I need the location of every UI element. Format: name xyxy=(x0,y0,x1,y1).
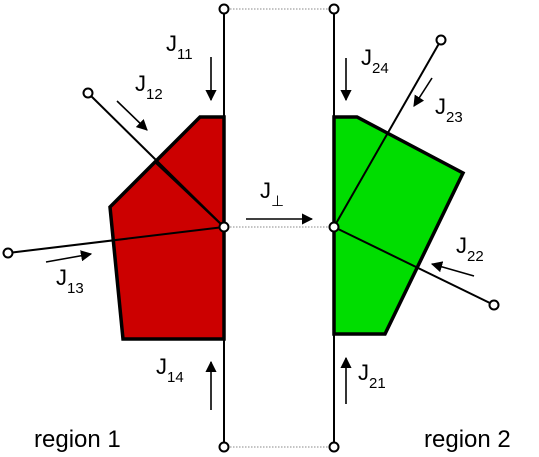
node-j23-end xyxy=(435,34,447,46)
label-j23: J23 xyxy=(435,94,463,126)
chord-j12-inner-line xyxy=(154,161,225,228)
chord-j23-line xyxy=(333,39,442,228)
region-2-polygon xyxy=(332,115,466,336)
node-bottom-right xyxy=(328,441,340,453)
label-j21: J21 xyxy=(358,360,386,392)
region-1-label: region 1 xyxy=(34,426,121,453)
label-j14: J14 xyxy=(156,354,184,386)
arrow-j13 xyxy=(45,250,93,263)
node-bottom-left xyxy=(218,441,230,453)
node-center-left xyxy=(218,221,230,233)
label-j13: J13 xyxy=(56,265,84,297)
arrow-j23 xyxy=(413,77,433,107)
node-j12-end xyxy=(82,87,94,99)
chord-j13-line xyxy=(7,226,225,254)
node-top-right xyxy=(328,3,340,15)
label-jperp: J⊥ xyxy=(260,178,284,210)
label-j24: J24 xyxy=(361,45,389,77)
label-j11: J11 xyxy=(166,31,193,63)
node-j22-end xyxy=(488,299,500,311)
label-j12: J12 xyxy=(135,71,163,103)
region-2-label: region 2 xyxy=(424,426,511,453)
label-j22: J22 xyxy=(456,233,484,265)
node-top-left xyxy=(218,3,230,15)
chord-j22-line xyxy=(333,226,495,306)
arrow-j22 xyxy=(430,261,475,277)
node-center-right xyxy=(328,221,340,233)
arrow-j12 xyxy=(116,100,148,131)
region-1-polygon xyxy=(108,115,226,341)
node-j13-end xyxy=(2,247,14,259)
